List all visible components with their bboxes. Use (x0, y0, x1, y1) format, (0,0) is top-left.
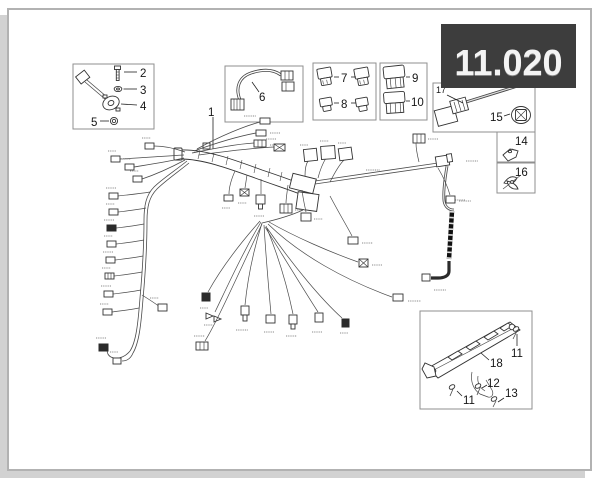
bracket-group (421, 321, 521, 408)
callout-4: 4 (140, 101, 147, 113)
clip-14-icon (502, 148, 519, 162)
callout-8: 8 (341, 99, 347, 111)
callout-15: 15 (490, 112, 503, 124)
relay-icon (318, 96, 333, 112)
callout-11-upper: 11 (511, 348, 523, 360)
callout-6: 6 (259, 92, 265, 104)
section-code-box: 11.020 (441, 24, 576, 88)
callout-3: 3 (140, 85, 146, 97)
callout-10: 10 (411, 97, 424, 109)
screw-icon (512, 326, 520, 340)
washer-icon (113, 85, 123, 93)
bolt-icon (114, 65, 121, 81)
coil-fitting-icon (434, 153, 454, 168)
callout-9: 9 (412, 73, 418, 85)
callout-12: 12 (487, 378, 500, 390)
key-switch-parts (74, 65, 138, 126)
bracket-icon (421, 321, 521, 398)
callout-7: 7 (341, 73, 347, 85)
relay-icon (353, 66, 370, 87)
inset-box-clip-14 (496, 131, 536, 163)
callout-1: 1 (208, 107, 214, 119)
connector-housing-icon (383, 90, 406, 115)
callouts: 1 2 3 4 5 6 7 8 9 10 15 17 14 16 18 11 1… (91, 68, 528, 407)
spark-plug-cap-icon (421, 261, 451, 282)
callout-11-lower: 11 (463, 395, 475, 407)
callout-13: 13 (505, 388, 518, 400)
relay-icon (316, 66, 333, 87)
callout-2: 2 (140, 68, 146, 80)
connector-housing-icon (382, 64, 406, 90)
relay-icons (316, 66, 370, 112)
screw-icon (490, 396, 498, 408)
callout-16: 16 (515, 167, 528, 179)
callout-17: 17 (436, 85, 446, 95)
callout-18: 18 (490, 358, 503, 370)
connector-housing-icons (382, 64, 410, 115)
wiring-harness-drawing (96, 115, 478, 365)
screw-icon (448, 384, 456, 397)
callout-14: 14 (515, 136, 528, 148)
callout-5: 5 (91, 117, 97, 129)
spark-plug-cable-icon (446, 210, 455, 260)
nut-icon (109, 116, 119, 126)
grommet-icon (511, 106, 531, 124)
screw-icon (474, 383, 482, 396)
diagnostic-connector-icon (433, 96, 470, 127)
clip-16-icon (502, 174, 522, 190)
ignition-switch-icon (74, 69, 121, 112)
section-code: 11.020 (454, 42, 562, 83)
jumper-cable-icon (230, 68, 295, 111)
